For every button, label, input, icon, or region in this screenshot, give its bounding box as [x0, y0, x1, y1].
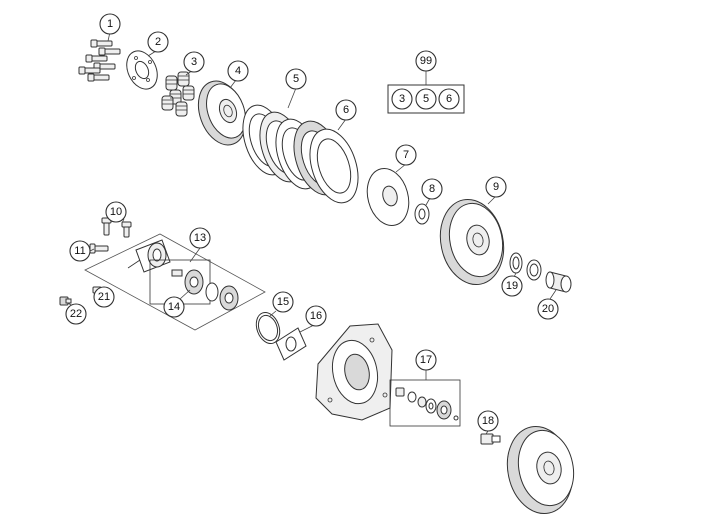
callout-14: 14: [163, 296, 185, 318]
callout-1: 1: [99, 13, 121, 35]
part-thrust-plate: [366, 168, 410, 226]
callout-10: 10: [105, 201, 127, 223]
callout-2: 2: [147, 31, 169, 53]
part-gasket: [275, 327, 307, 361]
callout-11-label: 11: [74, 245, 85, 257]
callout-20-label: 20: [542, 303, 554, 315]
part-o-ring: [255, 312, 281, 344]
part-bolt: [89, 243, 109, 254]
part-release-assembly: [84, 233, 266, 331]
callout-10-label: 10: [110, 206, 122, 218]
callout-8-label: 8: [429, 183, 435, 195]
callout-4: 4: [227, 60, 249, 82]
callout-1-label: 1: [107, 18, 113, 30]
callout-18: 18: [477, 410, 499, 432]
callout-15: 15: [272, 291, 294, 313]
kit-item-6: 6: [438, 88, 460, 110]
kit-item-3: 3: [391, 88, 413, 110]
part-release-shaft-kit: [389, 379, 461, 427]
callout-18-label: 18: [482, 415, 494, 427]
callout-16-label: 16: [310, 310, 322, 322]
callout-20: 20: [537, 298, 559, 320]
callout-6-label: 6: [343, 104, 349, 116]
callout-16: 16: [305, 305, 327, 327]
callout-7: 7: [395, 144, 417, 166]
callout-3: 3: [183, 51, 205, 73]
kit-99: 99 3 5 6: [387, 50, 465, 114]
callout-15-label: 15: [277, 296, 289, 308]
callout-7-label: 7: [403, 149, 409, 161]
part-clutch-springs: [161, 71, 195, 117]
callout-3-label: 3: [191, 56, 197, 68]
kit-item-5: 5: [415, 88, 437, 110]
callout-13: 13: [189, 227, 211, 249]
callout-8: 8: [421, 178, 443, 200]
callout-11: 11: [69, 240, 91, 262]
callout-6: 6: [335, 99, 357, 121]
callout-17-label: 17: [420, 354, 432, 366]
callout-22-label: 22: [70, 308, 82, 320]
part-clutch-hub: [197, 80, 247, 146]
callout-9: 9: [485, 176, 507, 198]
callout-13-label: 13: [194, 232, 206, 244]
callout-99: 99: [415, 50, 437, 72]
callout-19: 19: [501, 275, 523, 297]
part-screws-pair: [101, 217, 132, 238]
part-clutch-cover: [315, 323, 393, 421]
callout-21: 21: [93, 286, 115, 308]
kit-item-3-label: 3: [399, 93, 405, 105]
callout-99-label: 99: [420, 55, 432, 67]
callout-4-label: 4: [235, 65, 241, 77]
part-pressure-plate: [126, 50, 158, 90]
callout-21-label: 21: [98, 291, 110, 303]
part-bushing: [509, 252, 542, 281]
callout-14-label: 14: [168, 301, 180, 313]
part-clutch-basket-lower: [506, 425, 575, 515]
part-screws: [78, 39, 121, 82]
callout-17: 17: [415, 349, 437, 371]
part-washer: [414, 203, 430, 225]
callout-19-label: 19: [506, 280, 518, 292]
callout-22: 22: [65, 303, 87, 325]
callout-5-label: 5: [293, 73, 299, 85]
part-spacer-sleeve: [545, 271, 572, 293]
kit-item-6-label: 6: [446, 93, 452, 105]
kit-item-5-label: 5: [423, 93, 429, 105]
part-steel-discs: [293, 120, 359, 204]
callout-2-label: 2: [155, 36, 161, 48]
part-hub-bolt: [480, 433, 501, 445]
part-primary-gear: [439, 198, 505, 286]
callout-9-label: 9: [493, 181, 499, 193]
callout-5: 5: [285, 68, 307, 90]
